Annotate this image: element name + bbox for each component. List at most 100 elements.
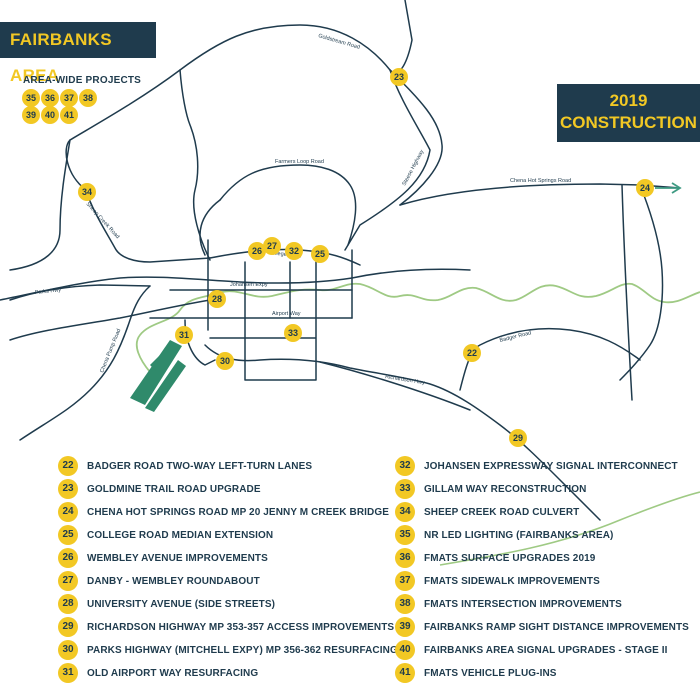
label-parks: Parks Hwy [35, 287, 62, 296]
legend-label: RICHARDSON HIGHWAY MP 353-357 ACCESS IMP… [87, 621, 395, 633]
legend-label: OLD AIRPORT WAY RESURFACING [87, 667, 259, 679]
year-title-label: CONSTRUCTION [560, 113, 697, 132]
legend-label: FMATS VEHICLE PLUG-INS [424, 667, 557, 679]
northern-loop-road [389, 69, 443, 206]
legend-label: FAIRBANKS RAMP SIGHT DISTANCE IMPROVEMEN… [424, 621, 689, 633]
area-wide-label: AREA-WIDE PROJECTS [23, 75, 142, 86]
legend-item: 28 UNIVERSITY AVENUE (SIDE STREETS) [58, 594, 275, 614]
legend-label: GOLDMINE TRAIL ROAD UPGRADE [87, 483, 261, 495]
area-wide-badge: 37 [60, 89, 78, 107]
legend-label: BADGER ROAD TWO-WAY LEFT-TURN LANES [87, 460, 313, 472]
label-chena-hot-springs: Chena Hot Springs Road [510, 178, 571, 184]
map-marker: 29 [509, 429, 527, 447]
map-marker: 32 [285, 242, 303, 260]
legend-number: 29 [58, 617, 78, 637]
legend-number: 32 [395, 456, 415, 476]
legend-number: 37 [395, 571, 415, 591]
legend-label: JOHANSEN EXPRESSWAY SIGNAL INTERCONNECT [424, 460, 678, 472]
legend-number: 31 [58, 663, 78, 683]
legend-label: DANBY - WEMBLEY ROUNDABOUT [87, 575, 260, 587]
legend-item: 31 OLD AIRPORT WAY RESURFACING [58, 663, 258, 683]
area-wide-badge: 38 [79, 89, 97, 107]
east-road-south [619, 184, 664, 381]
label-airport-way: Airport Way [272, 311, 301, 317]
fort-wainwright-road [351, 268, 471, 279]
badger-road [459, 327, 641, 391]
parks-highway [9, 284, 151, 301]
label-college: College Road [268, 250, 302, 259]
legend-label: COLLEGE ROAD MEDIAN EXTENSION [87, 529, 274, 541]
legend-label: CHENA HOT SPRINGS ROAD MP 20 JENNY M CRE… [87, 506, 389, 518]
legend-number: 39 [395, 617, 415, 637]
label-richardson: Richardson Hwy [385, 374, 426, 386]
legend-label: FAIRBANKS AREA SIGNAL UPGRADES - STAGE I… [424, 644, 668, 656]
label-farmers-loop: Farmers Loop Road [275, 159, 324, 165]
legend-number: 38 [395, 594, 415, 614]
legend-number: 24 [58, 502, 78, 522]
legend-item: 39 FAIRBANKS RAMP SIGHT DISTANCE IMPROVEM… [395, 617, 689, 637]
legend-item: 30 PARKS HIGHWAY (MITCHELL EXPY) MP 356-3… [58, 640, 398, 660]
area-wide-badge: 39 [22, 106, 40, 124]
area-wide-badge: 36 [41, 89, 59, 107]
label-johansen: Johansen Expy [230, 282, 268, 288]
label-goldstream: Goldstream Road [317, 33, 360, 51]
legend-number: 36 [395, 548, 415, 568]
legend-item: 24 CHENA HOT SPRINGS ROAD MP 20 JENNY M C… [58, 502, 389, 522]
area-wide-badge: 41 [60, 106, 78, 124]
legend-label: SHEEP CREEK ROAD CULVERT [424, 506, 580, 518]
legend-label: GILLAM WAY RECONSTRUCTION [424, 483, 587, 495]
legend-number: 40 [395, 640, 415, 660]
map-marker: 25 [311, 245, 329, 263]
sheep-creek-west [9, 139, 71, 271]
chena-river [135, 282, 700, 373]
northwest-road [65, 69, 181, 191]
map-marker: 28 [208, 290, 226, 308]
legend-number: 28 [58, 594, 78, 614]
legend-label: NR LED LIGHTING (FAIRBANKS AREA) [424, 529, 614, 541]
street-grid [207, 239, 353, 381]
legend-number: 35 [395, 525, 415, 545]
year-title-box: 2019 CONSTRUCTION [557, 84, 700, 142]
map-marker: 34 [78, 183, 96, 201]
legend-number: 23 [58, 479, 78, 499]
goldstream-road [179, 0, 413, 74]
map-marker: 23 [390, 68, 408, 86]
legend-label: WEMBLEY AVENUE IMPROVEMENTS [87, 552, 268, 564]
west-north-road [179, 69, 211, 261]
legend-number: 30 [58, 640, 78, 660]
map-marker: 26 [248, 242, 266, 260]
map-marker: 30 [216, 352, 234, 370]
richardson-highway [204, 344, 601, 521]
east-road-2 [621, 184, 633, 401]
legend-item: 35 NR LED LIGHTING (FAIRBANKS AREA) [395, 525, 614, 545]
steese-highway [344, 69, 431, 251]
sheep-creek-road [85, 189, 211, 263]
richardson-south-link [319, 361, 471, 411]
airport-shape [130, 340, 186, 412]
map-marker: 22 [463, 344, 481, 362]
legend-item: 29 RICHARDSON HIGHWAY MP 353-357 ACCESS I… [58, 617, 394, 637]
map-marker: 27 [263, 237, 281, 255]
label-chena-pump: Chena Pump Road [99, 328, 122, 374]
east-arrow-icon [655, 182, 682, 194]
tanana-river [439, 491, 700, 566]
farmers-loop-road [219, 164, 357, 246]
legend-label: PARKS HIGHWAY (MITCHELL EXPY) MP 356-362… [87, 644, 398, 656]
map-marker: 24 [636, 179, 654, 197]
legend-label: UNIVERSITY AVENUE (SIDE STREETS) [87, 598, 276, 610]
legend-item: 32 JOHANSEN EXPRESSWAY SIGNAL INTERCONNEC… [395, 456, 678, 476]
legend-label: FMATS SURFACE UPGRADES 2019 [424, 552, 596, 564]
legend-number: 33 [395, 479, 415, 499]
label-sheep-creek: Sheep Creek Road [85, 201, 121, 240]
map-marker: 33 [284, 324, 302, 342]
